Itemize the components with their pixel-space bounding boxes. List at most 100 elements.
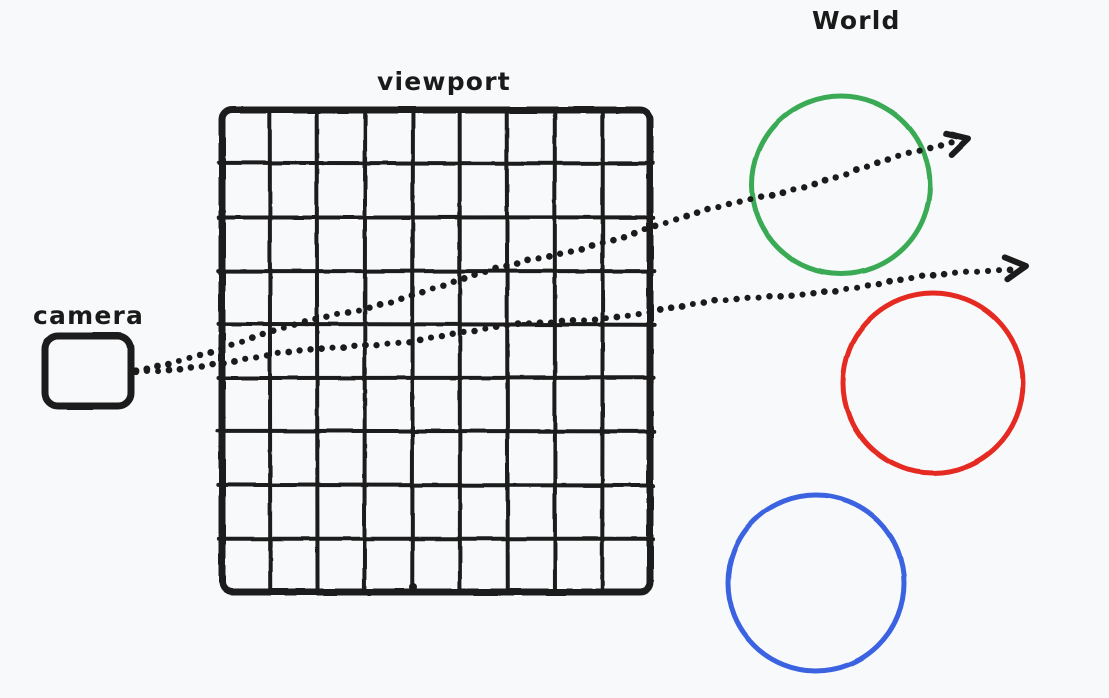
ray-dot <box>408 291 416 299</box>
ray-dot <box>656 306 664 313</box>
ray-dot <box>646 309 653 316</box>
world-label: World <box>812 6 901 35</box>
ray-dot <box>438 332 446 340</box>
ray-dot <box>588 242 596 249</box>
ray-dot <box>231 358 238 365</box>
ray-dot <box>678 303 686 310</box>
ray-dot <box>291 321 298 328</box>
ray-dot <box>460 328 467 335</box>
grid-line-vertical <box>410 107 415 594</box>
ray-dot <box>613 313 621 321</box>
ray-dot <box>471 271 478 279</box>
ray-dot <box>832 288 839 295</box>
ray-dot <box>744 294 751 301</box>
ray-dot <box>186 354 193 361</box>
ray-dot <box>567 248 575 255</box>
ray-arrowhead <box>942 130 971 158</box>
ray-dot <box>801 184 808 191</box>
world-objects <box>725 93 1026 674</box>
red-circle <box>840 290 1026 476</box>
ray-dot <box>269 327 277 335</box>
ray-dot <box>1006 266 1014 274</box>
ray-dot <box>843 285 850 292</box>
ray-dot <box>757 193 765 200</box>
ray-dot <box>429 285 436 292</box>
grid-line-horizontal <box>216 160 656 166</box>
ray-dot <box>301 318 308 325</box>
ray-dot <box>662 219 669 226</box>
ray-dot <box>209 360 216 368</box>
ray-dot <box>395 339 402 346</box>
camera-label: camera <box>33 301 144 330</box>
ray-dot <box>175 357 182 364</box>
ray-dot <box>296 347 303 354</box>
ray-dot <box>569 317 577 324</box>
ray-dot <box>307 346 314 353</box>
ray-dot <box>176 365 184 373</box>
ray-dot <box>651 222 659 230</box>
ray-dot <box>820 288 828 295</box>
green-circle <box>749 93 933 277</box>
viewport-label: viewport <box>377 67 511 96</box>
camera-rect <box>41 332 135 410</box>
ray-dot <box>984 267 992 275</box>
ray-dot <box>259 330 266 338</box>
ray-dot <box>905 149 912 156</box>
grid-line-horizontal <box>215 482 656 488</box>
ray-dot <box>344 309 352 316</box>
ray-dot <box>376 301 384 308</box>
ray-dot <box>398 295 405 303</box>
ray-dot <box>524 256 531 264</box>
ray-dot <box>207 349 215 356</box>
ray-dot <box>873 159 881 167</box>
ray-dot <box>766 292 773 300</box>
camera-rays <box>132 130 1029 376</box>
ray-dot <box>897 276 904 284</box>
ray-dot <box>460 274 468 282</box>
ray-dot <box>755 294 762 301</box>
ray-dot <box>927 144 934 152</box>
ray-dot <box>641 226 648 233</box>
ray-dot <box>779 189 787 197</box>
ray-dot <box>280 324 287 331</box>
ray-dot <box>450 278 457 285</box>
ray-dot <box>535 255 542 262</box>
ray-dot <box>373 342 380 349</box>
ray-dot <box>440 282 447 289</box>
ray-dot <box>132 368 140 376</box>
ray-dot <box>929 271 937 279</box>
ray-dot <box>951 269 959 276</box>
ray-dot <box>886 277 893 285</box>
ray-dot <box>788 292 795 299</box>
ray-dot <box>863 163 871 170</box>
ray-dot <box>852 166 860 173</box>
ray-dot <box>239 338 246 345</box>
ray-dot <box>154 362 161 370</box>
ray-dot <box>340 344 347 352</box>
ray-dot <box>722 297 729 304</box>
ray-dot <box>602 315 609 322</box>
ray-dot <box>667 304 675 312</box>
ray-dot <box>908 274 915 282</box>
ray-dot <box>610 236 617 244</box>
ray-dot <box>624 312 631 319</box>
ray-dot <box>673 216 680 223</box>
grid-line-vertical <box>600 108 605 594</box>
ray-dot <box>620 234 628 241</box>
ray-dot <box>218 345 224 352</box>
ray-dot <box>366 304 373 311</box>
ray-dot <box>558 317 566 325</box>
ray-dot <box>536 319 544 327</box>
ray-dot <box>974 268 981 275</box>
ray-dot <box>711 296 718 304</box>
ray-dot <box>689 300 696 307</box>
ray-dot <box>635 311 642 318</box>
ray-dot <box>777 293 784 300</box>
ray-dot <box>916 147 923 154</box>
ray-dot <box>449 330 456 337</box>
blue-circle <box>725 492 907 674</box>
ray-dot <box>165 366 173 374</box>
ray-upper <box>132 130 971 375</box>
ray-dot <box>547 319 555 326</box>
